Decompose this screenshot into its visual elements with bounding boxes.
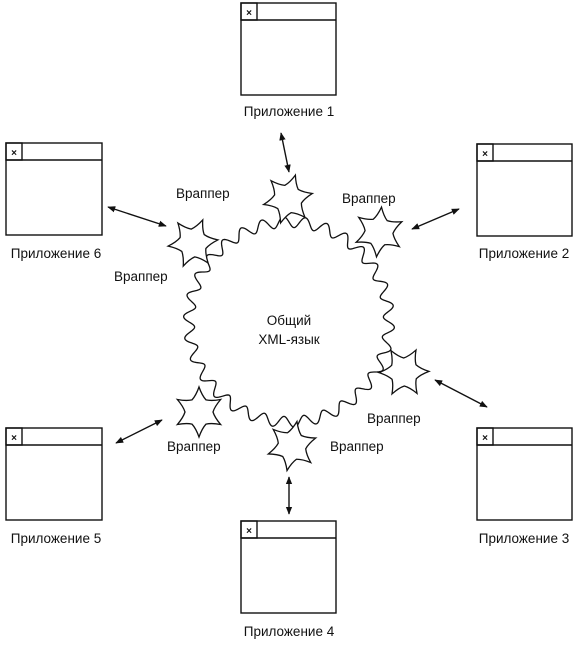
close-icon[interactable]: × (246, 8, 252, 19)
close-icon[interactable]: × (246, 526, 252, 537)
wrapper-star-3 (377, 348, 431, 396)
app-label-3: Приложение 3 (479, 531, 569, 546)
wrapper-label-4: Враппер (330, 439, 384, 454)
wrapper-star-1 (261, 173, 315, 225)
wrapper-label-5: Враппер (167, 439, 221, 454)
app-label-2: Приложение 2 (479, 246, 569, 261)
wrapper-star-4 (266, 419, 318, 473)
app-window-3: × (476, 427, 573, 521)
wrapper-label-1: Враппер (176, 186, 230, 201)
wrapper-label-3: Враппер (367, 411, 421, 426)
wrapper-label-6: Враппер (114, 269, 168, 284)
center-label-line1: Общий (267, 313, 311, 328)
wrapper-star-5 (175, 385, 223, 439)
app-label-6: Приложение 6 (11, 246, 101, 261)
wrapper-label-2: Враппер (342, 191, 396, 206)
app-label-1: Приложение 1 (244, 104, 334, 119)
arrow-app3 (434, 379, 488, 408)
wrapper-star-2 (354, 205, 404, 259)
app-window-2: × (476, 143, 573, 237)
arrow-app6 (107, 206, 167, 227)
close-icon[interactable]: × (11, 148, 17, 159)
app-label-4: Приложение 4 (244, 624, 335, 639)
shared-xml-ring (182, 215, 396, 429)
app-label-5: Приложение 5 (11, 531, 101, 546)
connections (107, 132, 488, 515)
app-window-1: × (240, 2, 337, 96)
wrapper-star-6 (166, 218, 220, 268)
app-window-6: × (5, 142, 103, 236)
arrow-app5 (115, 419, 163, 444)
close-icon[interactable]: × (482, 149, 488, 160)
app-window-5: × (5, 427, 103, 521)
center-label-line2: XML-язык (258, 332, 319, 347)
app-window-4: × (240, 520, 337, 614)
arrow-app1 (279, 132, 291, 173)
close-icon[interactable]: × (11, 433, 17, 444)
close-icon[interactable]: × (482, 433, 488, 444)
arrow-app2 (411, 208, 460, 230)
